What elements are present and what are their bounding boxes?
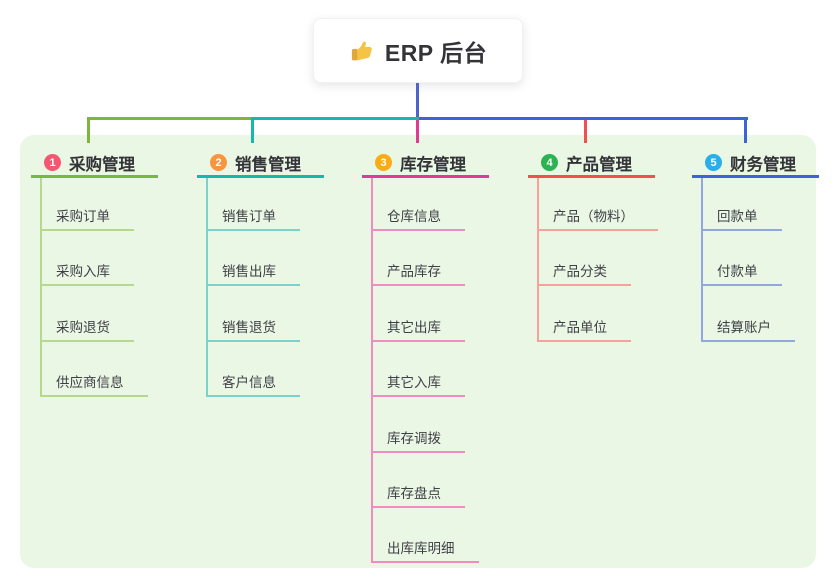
branch-title-node[interactable]: 5 财务管理: [692, 150, 819, 178]
branch-number-badge: 4: [541, 154, 558, 171]
branch-number-badge: 3: [375, 154, 392, 171]
drop-line-branch-5: [743, 117, 747, 143]
child-node[interactable]: 结算账户: [703, 286, 795, 342]
branch-库存管理: 3 库存管理仓库信息产品库存其它出库其它入库库存调拨库存盘点出库库明细: [362, 150, 489, 564]
branch-number-badge: 2: [210, 154, 227, 171]
child-node[interactable]: 产品（物料）: [539, 178, 658, 231]
child-node[interactable]: 销售退货: [208, 286, 300, 342]
branch-children: 回款单付款单结算账户: [701, 178, 819, 342]
child-node[interactable]: 出库库明细: [373, 508, 479, 564]
drop-line-branch-3: [416, 120, 419, 143]
branch-title-node[interactable]: 2 销售管理: [197, 150, 324, 178]
branch-财务管理: 5 财务管理回款单付款单结算账户: [692, 150, 819, 342]
child-node[interactable]: 销售出库: [208, 231, 300, 287]
child-node[interactable]: 销售订单: [208, 178, 300, 231]
child-node[interactable]: 库存盘点: [373, 453, 465, 508]
drop-line-branch-1: [86, 117, 90, 143]
branch-children: 仓库信息产品库存其它出库其它入库库存调拨库存盘点出库库明细: [371, 178, 489, 564]
child-node[interactable]: 产品单位: [539, 286, 631, 342]
branch-children: 销售订单销售出库销售退货客户信息: [206, 178, 324, 398]
child-node[interactable]: 产品分类: [539, 231, 631, 287]
branch-children: 采购订单采购入库采购退货供应商信息: [40, 178, 158, 398]
child-node[interactable]: 付款单: [703, 231, 782, 287]
branch-title-node[interactable]: 4 产品管理: [528, 150, 655, 178]
child-node[interactable]: 采购退货: [42, 286, 134, 342]
branch-产品管理: 4 产品管理产品（物料）产品分类产品单位: [528, 150, 658, 342]
child-node[interactable]: 供应商信息: [42, 342, 148, 398]
branch-销售管理: 2 销售管理销售订单销售出库销售退货客户信息: [197, 150, 324, 398]
root-stem-line: [416, 83, 419, 117]
branch-采购管理: 1 采购管理采购订单采购入库采购退货供应商信息: [31, 150, 158, 398]
branch-number-badge: 5: [705, 154, 722, 171]
child-node[interactable]: 库存调拨: [373, 397, 465, 453]
child-node[interactable]: 产品库存: [373, 231, 465, 287]
child-node[interactable]: 回款单: [703, 178, 782, 231]
branch-title-label: 销售管理: [235, 155, 301, 174]
branch-title-label: 产品管理: [566, 155, 632, 174]
root-node-title: ERP 后台: [384, 39, 488, 66]
child-node[interactable]: 其它出库: [373, 286, 465, 342]
child-node[interactable]: 仓库信息: [373, 178, 465, 231]
branch-title-label: 采购管理: [69, 155, 135, 174]
child-node[interactable]: 采购入库: [42, 231, 134, 287]
child-node[interactable]: 其它入库: [373, 342, 465, 398]
drop-line-branch-4: [583, 120, 587, 143]
root-node[interactable]: ERP 后台: [313, 18, 523, 83]
child-node[interactable]: 采购订单: [42, 178, 134, 231]
branch-title-node[interactable]: 3 库存管理: [362, 150, 489, 178]
drop-line-branch-2: [250, 117, 254, 143]
branch-title-label: 库存管理: [400, 155, 466, 174]
bus-segment-branch-1: [88, 117, 254, 120]
branch-title-label: 财务管理: [730, 155, 796, 174]
branch-title-node[interactable]: 1 采购管理: [31, 150, 158, 178]
branch-number-badge: 1: [44, 154, 61, 171]
mindmap-background-panel: [20, 135, 816, 568]
thumbs-up-icon: [351, 41, 372, 60]
bus-segment-branch-2: [250, 117, 419, 120]
child-node[interactable]: 客户信息: [208, 342, 300, 398]
branch-children: 产品（物料）产品分类产品单位: [537, 178, 658, 342]
bus-segment-branch-5: [419, 117, 748, 120]
